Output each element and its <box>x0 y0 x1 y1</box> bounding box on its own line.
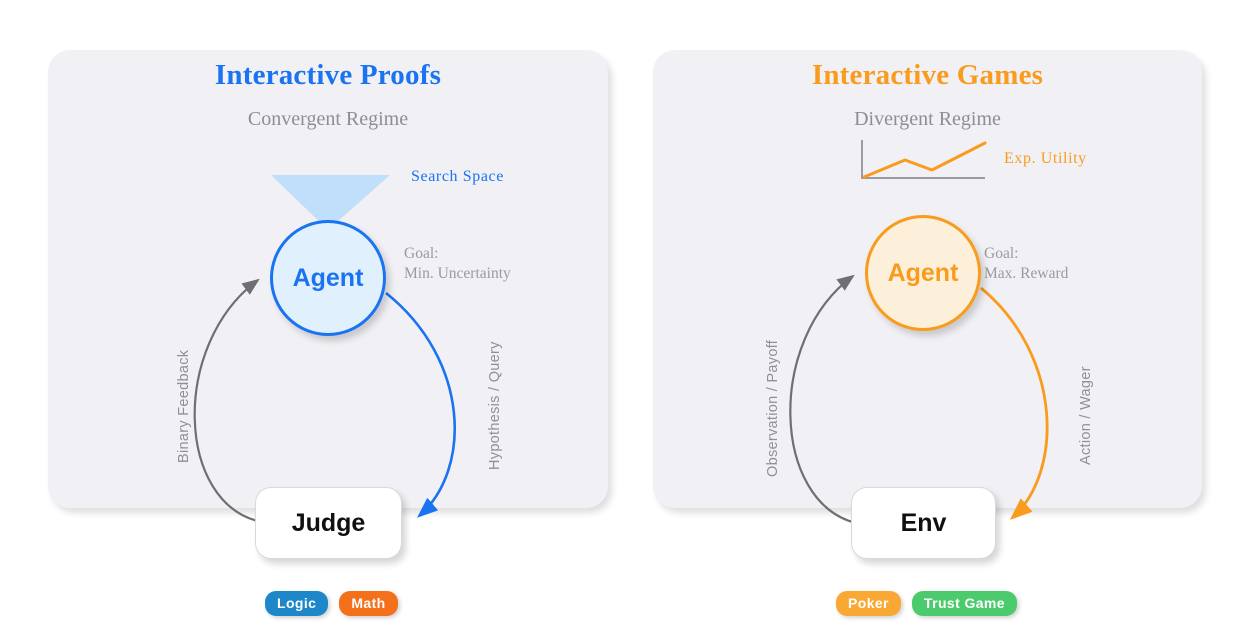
badge-poker[interactable]: Poker <box>836 591 901 616</box>
badge-logic[interactable]: Logic <box>265 591 329 616</box>
node-agent-games[interactable]: Agent <box>865 215 981 331</box>
panel-title-interactive-games: Interactive Games <box>811 59 1044 91</box>
edge-label-observation-payoff: Observation / Payoff <box>765 339 781 477</box>
node-env[interactable]: Env <box>851 487 996 559</box>
goal-value-left: Min. Uncertainty <box>404 265 511 282</box>
panel-subtitle-divergent-regime: Divergent Regime <box>854 108 1001 130</box>
badge-math[interactable]: Math <box>339 591 398 616</box>
exp-utility-label: Exp. Utility <box>1004 150 1087 167</box>
badge-row-games: Poker Trust Game <box>836 591 1017 616</box>
edge-label-binary-feedback: Binary Feedback <box>176 349 192 463</box>
goal-block-left: Goal: Min. Uncertainty <box>404 244 511 284</box>
node-judge[interactable]: Judge <box>255 487 402 559</box>
badge-trust-game[interactable]: Trust Game <box>911 591 1017 616</box>
panel-subtitle-convergent-regime: Convergent Regime <box>247 108 409 130</box>
edge-label-hypothesis-query: Hypothesis / Query <box>487 341 503 470</box>
panel-title-interactive-proofs: Interactive Proofs <box>214 59 442 91</box>
node-agent-proofs[interactable]: Agent <box>270 220 386 336</box>
goal-value-right: Max. Reward <box>984 265 1069 282</box>
search-space-label: Search Space <box>411 168 504 185</box>
goal-label-right: Goal: <box>984 245 1019 262</box>
edge-label-action-wager: Action / Wager <box>1078 366 1094 465</box>
goal-label-left: Goal: <box>404 245 439 262</box>
badge-row-proofs: Logic Math <box>265 591 398 616</box>
goal-block-right: Goal: Max. Reward <box>984 244 1068 284</box>
